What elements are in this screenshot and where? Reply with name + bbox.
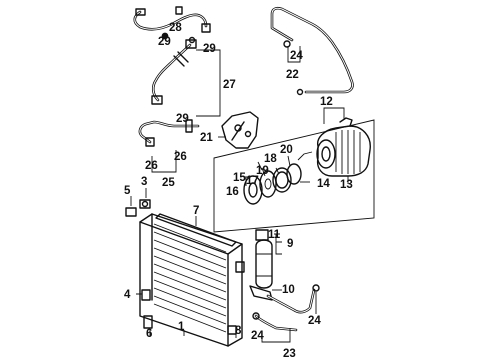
callout-23: 23 [283, 348, 296, 360]
callout-29: 29 [203, 43, 216, 55]
compressor-bracket [218, 111, 259, 149]
callout-22: 22 [286, 69, 299, 81]
callout-29: 29 [158, 36, 171, 48]
callout-7: 7 [193, 205, 199, 217]
callout-20: 20 [280, 144, 293, 156]
callout-26: 26 [174, 151, 187, 163]
callout-9: 9 [287, 238, 293, 250]
callout-8: 8 [235, 325, 242, 337]
compressor-clutch-parts [243, 151, 313, 205]
callout-27: 27 [223, 79, 236, 91]
callout-3: 3 [141, 176, 147, 188]
callout-11: 11 [268, 229, 281, 241]
callout-4: 4 [124, 289, 131, 301]
callout-17: 17 [246, 175, 259, 187]
callout-15: 15 [233, 172, 246, 184]
oring-icon [161, 32, 169, 40]
callout-29: 29 [176, 113, 189, 125]
callout-18: 18 [264, 153, 277, 165]
callout-21: 21 [200, 132, 213, 144]
callout-1: 1 [178, 321, 185, 333]
suction-hose-assembly [133, 6, 221, 117]
liquid-line [138, 119, 200, 173]
callout-24: 24 [290, 50, 303, 62]
callout-10: 10 [282, 284, 295, 296]
compressor-group-box [213, 119, 375, 233]
callout-6: 6 [146, 328, 152, 340]
lower-liquid-pipe [252, 284, 320, 343]
callout-13: 13 [340, 179, 353, 191]
callout-labels: 28 29 29 27 29 24 22 12 21 26 26 25 18 2… [124, 22, 353, 360]
fasteners-left [125, 188, 153, 336]
callout-16: 16 [226, 186, 239, 198]
callout-25: 25 [162, 177, 175, 189]
callout-12: 12 [320, 96, 333, 108]
callout-19: 19 [256, 165, 269, 177]
callout-24: 24 [308, 315, 321, 327]
condenser [139, 213, 245, 347]
receiver-drier [249, 229, 282, 301]
callout-28: 28 [169, 22, 182, 34]
discharge-line [270, 6, 354, 96]
callout-14: 14 [317, 178, 330, 190]
callout-24: 24 [251, 330, 264, 342]
callout-26: 26 [145, 160, 158, 172]
callout-5: 5 [124, 185, 131, 197]
compressor-body [300, 107, 371, 184]
